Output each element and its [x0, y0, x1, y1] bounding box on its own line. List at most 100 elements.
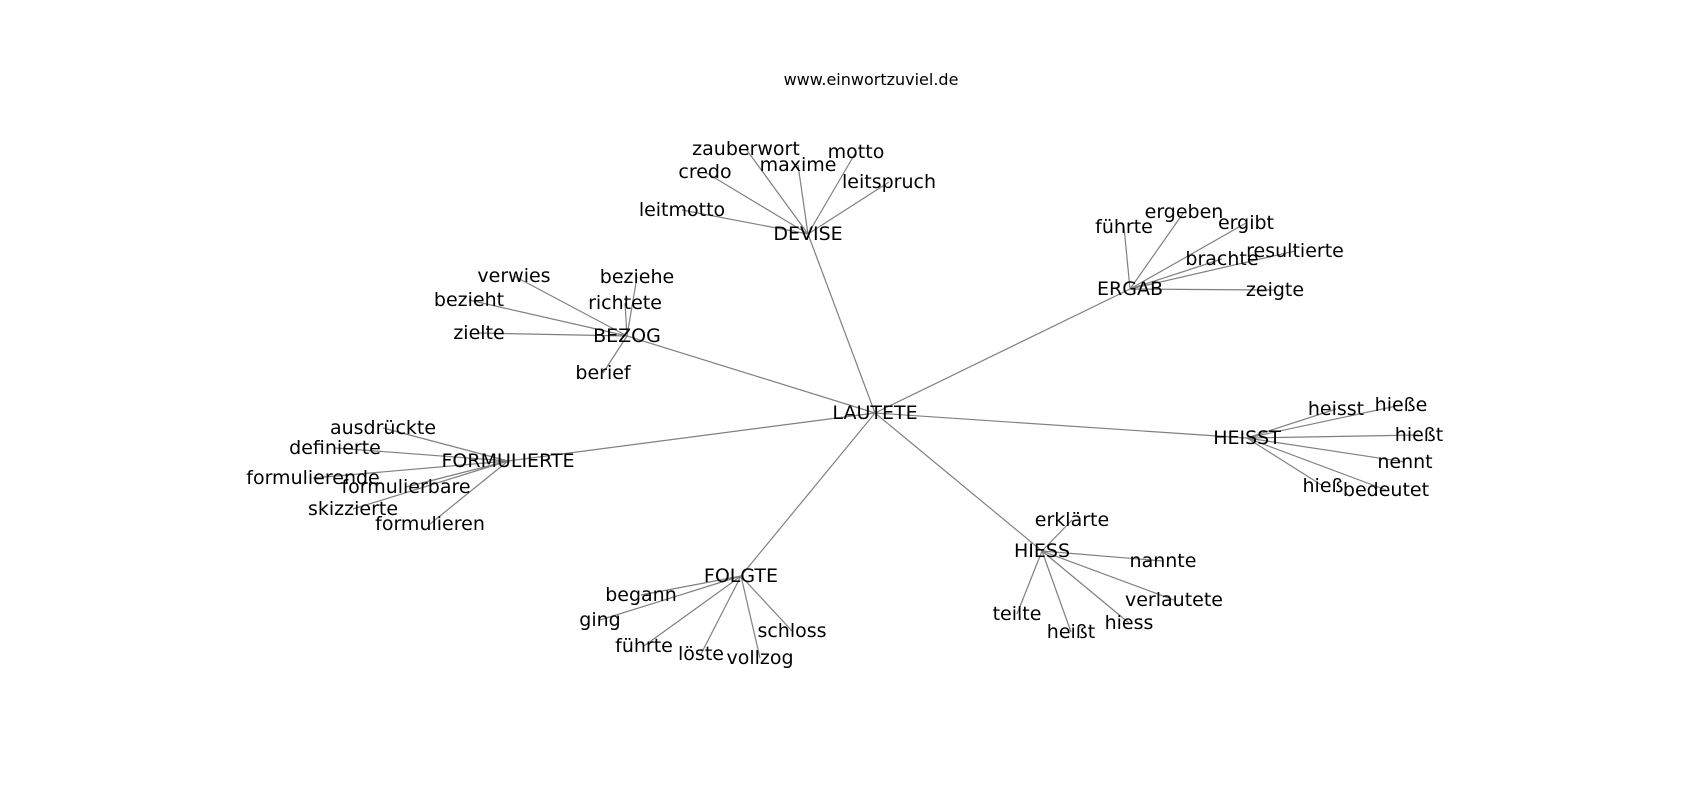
leaf-node-label: leitmotto	[639, 199, 725, 221]
edge-hub-to-leaf	[1129, 211, 1185, 290]
edge-hub-to-leaf	[352, 460, 509, 510]
edge-hub-to-leaf	[700, 575, 742, 655]
leaf-node-label: teilte	[993, 603, 1042, 625]
edge-center-to-hub	[874, 412, 1248, 439]
leaf-node-label: schloss	[757, 620, 826, 642]
leaf-node-label: skizzierte	[308, 498, 398, 520]
leaf-node-label: formulierbare	[341, 476, 470, 498]
edge-hub-to-leaf	[681, 209, 809, 235]
leaf-node-label: vollzog	[726, 647, 793, 669]
leaf-node-label: formulierende	[246, 467, 379, 489]
edge-hub-to-leaf	[1129, 222, 1247, 290]
edge-hub-to-leaf	[1016, 550, 1043, 615]
edge-hub-to-leaf	[1041, 519, 1073, 552]
edge-hub-to-leaf	[1129, 288, 1276, 291]
edge-hub-to-leaf	[643, 575, 742, 647]
leaf-node-label: hieße	[1375, 394, 1428, 416]
leaf-node-label: verwies	[477, 265, 550, 287]
leaf-node-label: nannte	[1130, 550, 1197, 572]
edge-hub-to-leaf	[640, 575, 742, 596]
edge-hub-to-leaf	[1129, 250, 1296, 290]
edge-hub-to-leaf	[312, 460, 509, 479]
edge-hub-to-leaf	[599, 575, 742, 621]
edge-hub-to-leaf	[1246, 437, 1387, 491]
leaf-node-label: führte	[1095, 216, 1153, 238]
edge-hub-to-leaf	[1246, 437, 1406, 463]
edge-hub-to-leaf	[807, 151, 857, 235]
edge-hub-to-leaf	[1041, 550, 1164, 562]
leaf-node-label: nennt	[1377, 451, 1432, 473]
leaf-node-label: ging	[579, 609, 620, 631]
hub-node-label: FOLGTE	[704, 565, 778, 587]
leaf-node-label: maxime	[760, 154, 837, 176]
leaf-node-label: zeigte	[1246, 279, 1304, 301]
leaf-node-label: ergibt	[1218, 212, 1274, 234]
leaf-node-label: definierte	[289, 437, 381, 459]
leaf-node-label: hiess	[1105, 612, 1154, 634]
edge-hub-to-leaf	[626, 276, 638, 337]
leaf-node-label: beziehe	[600, 266, 674, 288]
edge-hub-to-leaf	[478, 332, 628, 337]
edge-center-to-hub	[507, 412, 876, 462]
leaf-node-label: zielte	[453, 322, 504, 344]
leaf-node-label: leitspruch	[842, 171, 936, 193]
leaf-node-label: hießt	[1395, 424, 1443, 446]
edge-center-to-hub	[874, 288, 1131, 414]
leaf-node-label: hieß	[1303, 475, 1344, 497]
leaf-node-label: heißt	[1047, 621, 1095, 643]
edge-hub-to-leaf	[1041, 550, 1175, 601]
hub-node-label: FORMULIERTE	[441, 450, 574, 472]
site-title: www.einwortzuviel.de	[783, 70, 959, 89]
edge-hub-to-leaf	[740, 575, 761, 659]
edge-hub-to-leaf	[405, 460, 509, 488]
edge-hub-to-leaf	[1246, 408, 1337, 439]
hub-node-label: ERGAB	[1097, 278, 1163, 300]
leaf-node-label: formulieren	[375, 513, 485, 535]
edge-hub-to-leaf	[468, 299, 628, 337]
edge-hub-to-leaf	[624, 302, 628, 337]
leaf-node-label: heisst	[1308, 398, 1364, 420]
hub-node-label: DEVISE	[773, 223, 842, 245]
edge-hub-to-leaf	[704, 171, 809, 235]
hub-node-label: HEISST	[1213, 427, 1281, 449]
edge-hub-to-leaf	[382, 427, 509, 462]
edge-hub-to-leaf	[740, 575, 793, 632]
edge-center-to-hub	[626, 335, 876, 414]
edge-hub-to-leaf	[1041, 550, 1130, 624]
edge-hub-to-leaf	[1041, 550, 1072, 633]
leaf-node-label: zauberwort	[692, 138, 800, 160]
edge-hub-to-leaf	[1246, 434, 1420, 439]
edge-hub-to-leaf	[429, 460, 509, 525]
leaf-node-label: credo	[678, 161, 731, 183]
edge-hub-to-leaf	[1123, 226, 1131, 290]
leaf-node-label: löste	[678, 643, 724, 665]
leaf-node-label: ergeben	[1145, 201, 1224, 223]
edge-hub-to-leaf	[513, 275, 628, 337]
edge-hub-to-leaf	[602, 335, 628, 374]
edge-hub-to-leaf	[1129, 258, 1223, 290]
edge-hub-to-leaf	[807, 181, 890, 235]
hub-node-label: HIESS	[1014, 540, 1070, 562]
leaf-node-label: resultierte	[1246, 240, 1344, 262]
leaf-node-label: ausdrückte	[330, 417, 436, 439]
center-node-label: LAUTETE	[832, 402, 917, 424]
edge-hub-to-leaf	[1246, 437, 1324, 487]
leaf-node-label: richtete	[588, 292, 662, 314]
leaf-node-label: erklärte	[1035, 509, 1109, 531]
edge-hub-to-leaf	[334, 447, 509, 462]
leaf-node-label: bezieht	[434, 289, 504, 311]
edge-center-to-hub	[874, 412, 1043, 552]
leaf-node-label: begann	[605, 584, 677, 606]
edge-hub-to-leaf	[1246, 404, 1402, 439]
leaf-node-label: verlautete	[1125, 589, 1223, 611]
edge-hub-to-leaf	[797, 164, 809, 235]
edge-hub-to-leaf	[745, 148, 809, 235]
edge-center-to-hub	[740, 412, 876, 577]
leaf-node-label: berief	[575, 362, 632, 384]
leaf-node-label: bedeutet	[1343, 479, 1429, 501]
leaf-node-label: brachte	[1185, 248, 1258, 270]
hub-node-label: BEZOG	[593, 325, 661, 347]
edge-center-to-hub	[807, 233, 876, 414]
